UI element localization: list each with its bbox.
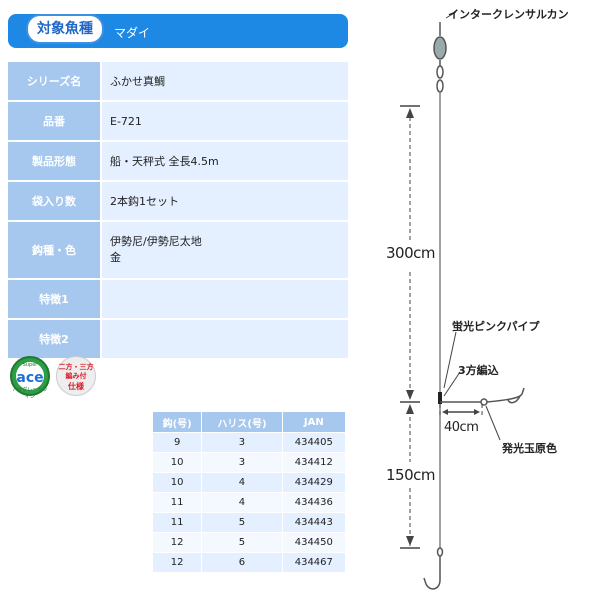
spec-row-hook-type: 鈎種・色 伊勢尼/伊勢尼太地 金 bbox=[8, 222, 348, 278]
rig-diagram: インタークレンサルカン 300cm 蛍光ピンクパイプ 3方編込 40cm 発光玉… bbox=[360, 0, 600, 600]
spec-key: 製品形態 bbox=[8, 142, 100, 180]
bead-label: 発光玉原色 bbox=[502, 442, 557, 455]
spec-value: 2本鈎1セット bbox=[100, 182, 348, 220]
length-40-label: 40cm bbox=[444, 420, 479, 435]
spec-key: 特徴1 bbox=[8, 280, 100, 318]
cell-hook: 10 bbox=[153, 453, 202, 472]
spec-row-series: シリーズ名 ふかせ真鯛 bbox=[8, 62, 348, 100]
table-row: 10 4 434429 bbox=[153, 473, 345, 492]
table-row: 10 3 434412 bbox=[153, 453, 345, 472]
cell-hook: 11 bbox=[153, 513, 202, 532]
cell-hook: 10 bbox=[153, 473, 202, 492]
cell-leader: 4 bbox=[202, 493, 282, 512]
spec-value: 船・天秤式 全長4.5m bbox=[100, 142, 348, 180]
cell-jan: 434429 bbox=[282, 473, 345, 492]
swivel-ring2-icon bbox=[436, 79, 444, 93]
cell-hook: 9 bbox=[153, 433, 202, 452]
badge-line2: 編み付 bbox=[65, 372, 87, 380]
badge-line3: 仕様 bbox=[68, 382, 84, 391]
target-fish-tab: 対象魚種 bbox=[26, 14, 104, 44]
table-row: 12 5 434450 bbox=[153, 533, 345, 552]
cell-leader: 3 bbox=[202, 433, 282, 452]
swivel-icon bbox=[433, 36, 447, 60]
arrow-up-icon bbox=[406, 404, 414, 414]
table-row: 11 4 434436 bbox=[153, 493, 345, 512]
spec-value bbox=[100, 320, 348, 358]
cell-leader: 5 bbox=[202, 513, 282, 532]
pipe-leader bbox=[443, 331, 457, 389]
bottom-hook-icon bbox=[423, 556, 441, 590]
super-ace-badge: Super ace ハイグレードライン bbox=[10, 356, 50, 400]
spec-table: シリーズ名 ふかせ真鯛 品番 E-721 製品形態 船・天秤式 全長4.5m 袋… bbox=[8, 60, 348, 360]
cell-jan: 434467 bbox=[282, 553, 345, 572]
spec-row-feature1: 特徴1 bbox=[8, 280, 348, 318]
rig-diagram-svg bbox=[400, 11, 525, 590]
badge-top-text: Super bbox=[22, 362, 38, 368]
cell-hook: 12 bbox=[153, 533, 202, 552]
badge-bottom-text: ハイグレードライン bbox=[12, 387, 48, 400]
knot-label: 3方編込 bbox=[458, 364, 499, 377]
target-fish-tab-label: 対象魚種 bbox=[37, 21, 93, 37]
spec-key: 品番 bbox=[8, 102, 100, 140]
branch-leader bbox=[486, 393, 523, 403]
swivel-ring-icon bbox=[436, 65, 444, 79]
cell-hook: 11 bbox=[153, 493, 202, 512]
cell-jan: 434405 bbox=[282, 433, 345, 452]
spec-row-quantity: 袋入り数 2本鈎1セット bbox=[8, 182, 348, 220]
header-jan: JAN bbox=[282, 412, 345, 432]
spec-row-feature2: 特徴2 bbox=[8, 320, 348, 358]
arrow-up-icon bbox=[406, 108, 414, 118]
badge-ace-text: ace bbox=[16, 370, 44, 386]
target-fish-value: マダイ bbox=[114, 26, 151, 40]
spec-value-line1: 伊勢尼/伊勢尼太地 bbox=[110, 235, 202, 248]
length-150-label: 150cm bbox=[386, 466, 436, 484]
swivel-leader bbox=[445, 11, 457, 19]
cell-leader: 4 bbox=[202, 473, 282, 492]
header-hook: 鈎(号) bbox=[153, 412, 202, 432]
braided-spec-badge: 二方・三方 編み付 仕様 bbox=[56, 356, 96, 396]
size-table-header: 鈎(号) ハリス(号) JAN bbox=[153, 412, 345, 432]
cell-leader: 5 bbox=[202, 533, 282, 552]
size-table: 鈎(号) ハリス(号) JAN 9 3 434405 10 3 434412 1… bbox=[152, 411, 346, 573]
arrow-left-icon bbox=[442, 409, 448, 415]
target-fish-header: 対象魚種 マダイ bbox=[8, 14, 348, 48]
table-row: 9 3 434405 bbox=[153, 433, 345, 452]
arrow-down-icon bbox=[406, 390, 414, 400]
spec-value-line2: 金 bbox=[110, 251, 121, 264]
bead-leader bbox=[485, 405, 501, 441]
swivel-label: インタークレンサルカン bbox=[448, 8, 569, 21]
pipe-label: 蛍光ピンクパイプ bbox=[452, 320, 540, 333]
cell-jan: 434436 bbox=[282, 493, 345, 512]
spec-key: 袋入り数 bbox=[8, 182, 100, 220]
spec-value: E-721 bbox=[100, 102, 348, 140]
length-300-label: 300cm bbox=[386, 244, 436, 262]
table-row: 11 5 434443 bbox=[153, 513, 345, 532]
knot-leader bbox=[443, 371, 461, 397]
spec-row-product-code: 品番 E-721 bbox=[8, 102, 348, 140]
spec-value bbox=[100, 280, 348, 318]
spec-value: 伊勢尼/伊勢尼太地 金 bbox=[100, 222, 348, 278]
badge-ring bbox=[16, 362, 44, 390]
badge-line1: 二方・三方 bbox=[58, 363, 94, 371]
spec-row-form: 製品形態 船・天秤式 全長4.5m bbox=[8, 142, 348, 180]
spec-key: シリーズ名 bbox=[8, 62, 100, 100]
cell-jan: 434450 bbox=[282, 533, 345, 552]
bottom-eye-icon bbox=[436, 547, 444, 557]
cell-leader: 6 bbox=[202, 553, 282, 572]
arrow-right-icon bbox=[474, 409, 480, 415]
cell-leader: 3 bbox=[202, 453, 282, 472]
arrow-down-icon bbox=[406, 536, 414, 546]
spec-value: ふかせ真鯛 bbox=[100, 62, 348, 100]
spec-key: 特徴2 bbox=[8, 320, 100, 358]
branch-hook-icon bbox=[507, 387, 525, 404]
header-leader: ハリス(号) bbox=[202, 412, 282, 432]
spec-key: 鈎種・色 bbox=[8, 222, 100, 278]
cell-hook: 12 bbox=[153, 553, 202, 572]
cell-jan: 434443 bbox=[282, 513, 345, 532]
cell-jan: 434412 bbox=[282, 453, 345, 472]
table-row: 12 6 434467 bbox=[153, 553, 345, 572]
